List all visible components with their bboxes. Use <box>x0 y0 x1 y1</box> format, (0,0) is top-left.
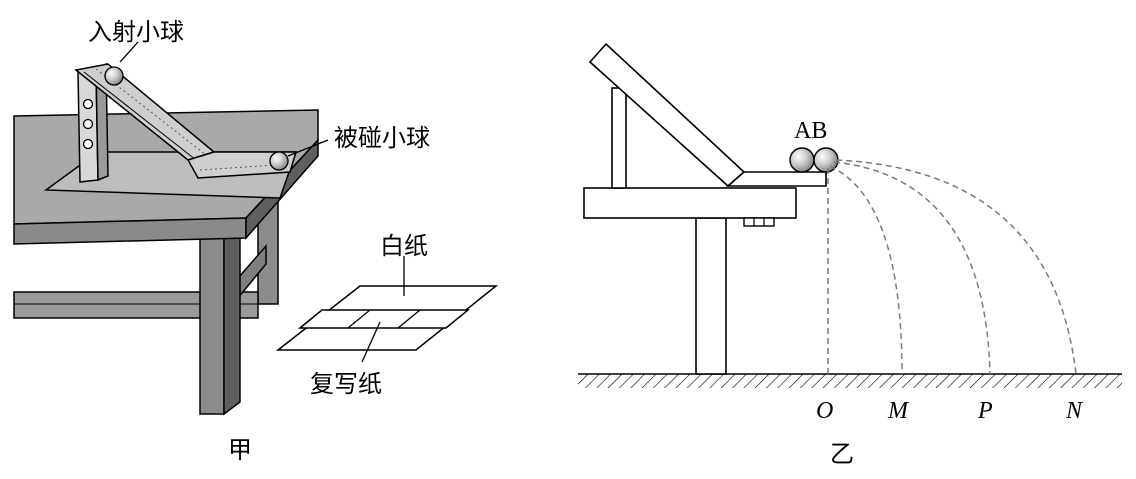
post-hole <box>82 138 94 150</box>
incident-ball <box>104 66 124 86</box>
ground-hatch <box>578 374 1122 388</box>
white-paper-label: 白纸 <box>380 232 428 260</box>
carbon-paper <box>297 309 471 329</box>
figure-left: 入射小球 被碰小球 白纸 复写纸 甲 <box>13 18 499 464</box>
post-hole <box>82 118 94 130</box>
table-side-rail <box>13 291 259 319</box>
incident-ball-label: 入射小球 <box>88 18 184 46</box>
leader-line <box>119 41 139 63</box>
point-label-o: O <box>816 398 833 424</box>
point-label-m: M <box>887 398 910 424</box>
ball-labels: AB <box>794 118 827 144</box>
point-label-n: N <box>1065 398 1084 424</box>
ramp-support <box>611 87 627 189</box>
point-label-p: P <box>977 398 993 424</box>
trajectory-p <box>833 161 991 375</box>
target-ball <box>269 151 289 171</box>
trajectory-n <box>835 159 1077 375</box>
target-ball-label: 被碰小球 <box>334 124 430 152</box>
figure-right: AB O M P N 乙 <box>578 42 1122 468</box>
stand-top <box>583 187 797 219</box>
trajectory-m <box>829 165 903 375</box>
ramp-track-horizontal <box>186 151 298 179</box>
stand-clamp <box>743 217 775 227</box>
figure-left-caption: 甲 <box>228 436 252 464</box>
carbon-paper-label: 复写纸 <box>310 370 382 398</box>
stand-leg <box>695 217 727 375</box>
ramp-horizontal <box>725 171 827 187</box>
post-hole <box>82 98 94 110</box>
leader-line <box>361 321 381 363</box>
table-front-leg <box>199 237 225 415</box>
ball-a <box>789 147 815 173</box>
figure-right-caption: 乙 <box>830 440 854 468</box>
leader-line <box>287 139 329 157</box>
